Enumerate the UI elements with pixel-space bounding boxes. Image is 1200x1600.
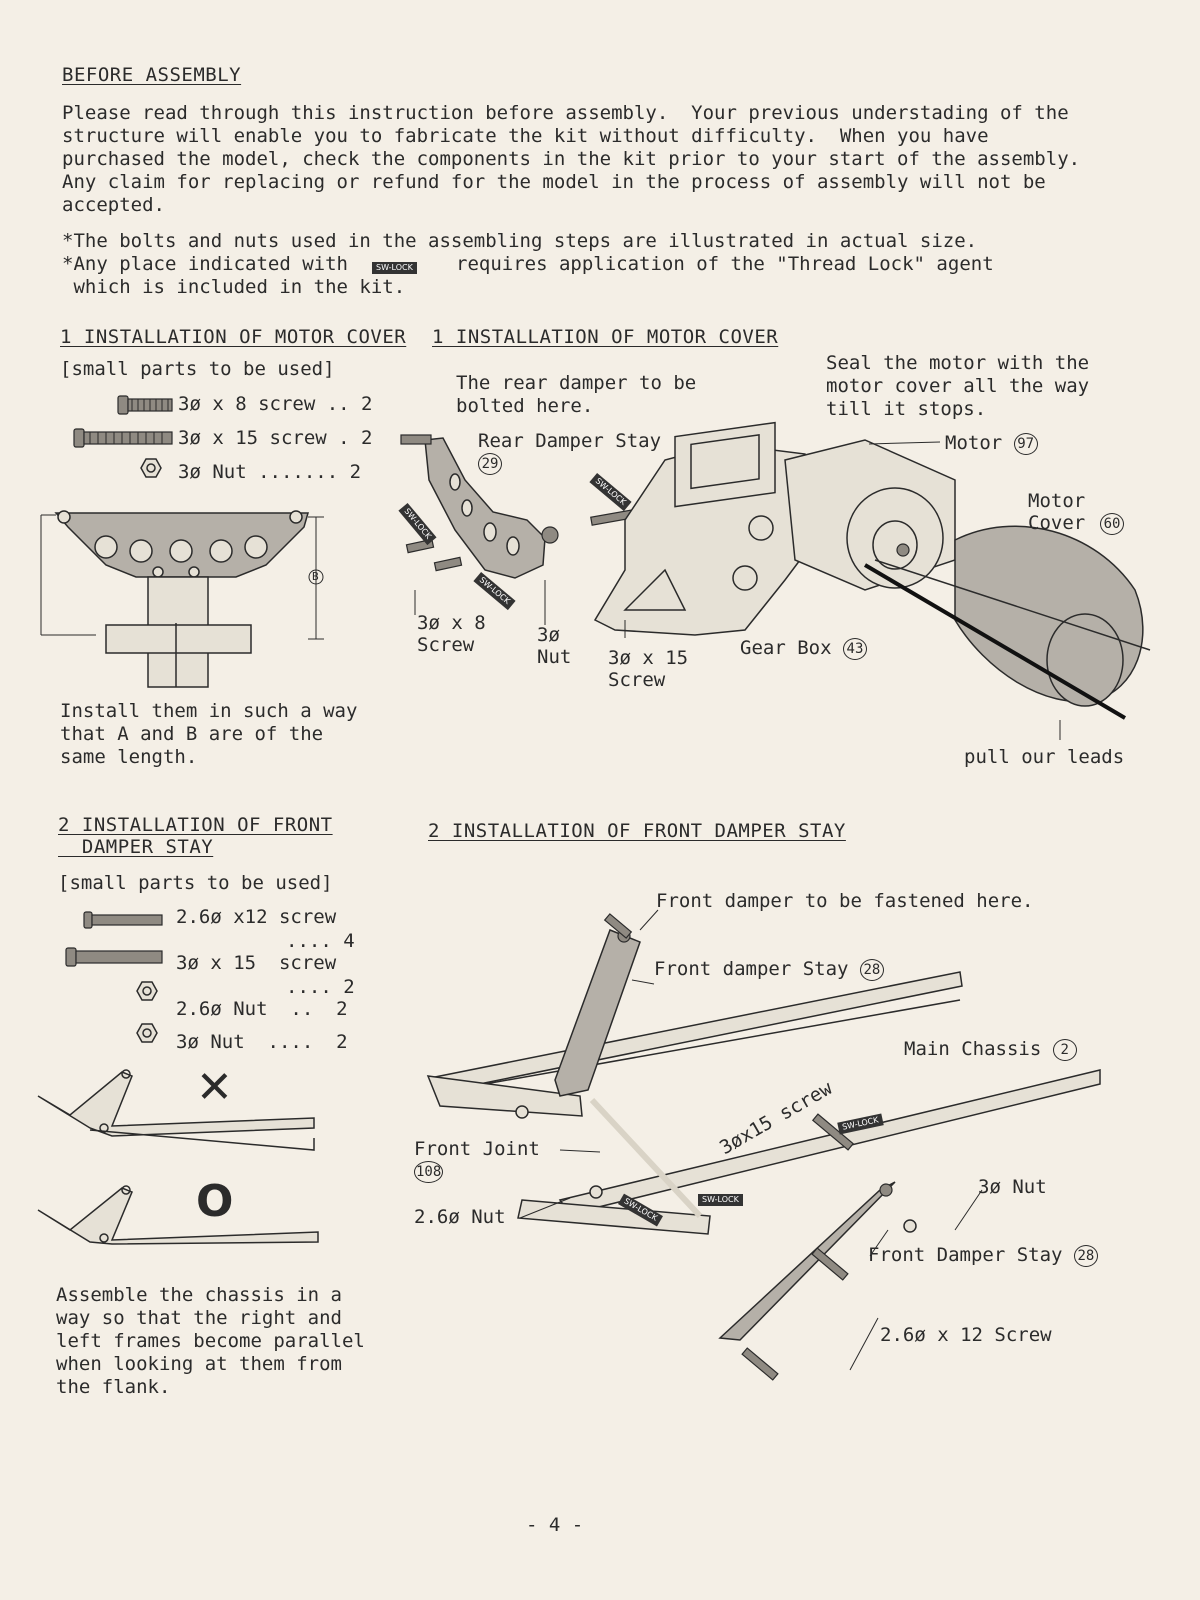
frame-alignment-diagram <box>37 1069 319 1245</box>
nut-3-label: 3ø Nut <box>537 624 572 668</box>
pull-leads-label: pull our leads <box>964 746 1125 768</box>
step2-heading-left: 2 INSTALLATION OF FRONT DAMPER STAY <box>58 814 333 858</box>
thread-lock-note-a: *Any place indicated with <box>62 253 348 275</box>
front-damper-stay-label: Front damper Stay 28 <box>654 958 884 981</box>
seal-note: Seal the motor with the motor cover all … <box>826 352 1090 420</box>
part-screw-3x15-2-qty: .... 2 <box>286 976 355 998</box>
nut-3-label-2: 3ø Nut <box>978 1176 1047 1198</box>
install-note: Install them in such a way that A and B … <box>60 700 358 768</box>
part-number-28: 28 <box>859 958 884 981</box>
screw-3x8-icon <box>117 395 173 415</box>
screw-3x15-icon-2 <box>65 947 163 967</box>
lock-badge-joint: SW-LOCK <box>698 1194 743 1206</box>
part-number-2: 2 <box>1052 1038 1077 1061</box>
before-assembly-paragraph: Please read through this instruction bef… <box>62 102 1081 216</box>
thread-lock-note-b: requires application of the "Thread Lock… <box>456 253 994 275</box>
page-number: - 4 - <box>526 1514 584 1536</box>
step2-parts-icons <box>65 911 163 1043</box>
step2-heading-right: 2 INSTALLATION OF FRONT DAMPER STAY <box>428 820 846 842</box>
part-screw-2-6x12-qty: .... 4 <box>286 930 355 952</box>
rear-stay-front-view <box>40 510 324 688</box>
step1-heading-left: 1 INSTALLATION OF MOTOR COVER <box>60 326 407 348</box>
part-screw-3x15: 3ø x 15 screw . 2 <box>178 427 373 449</box>
part-nut-3: 3ø Nut ....... 2 <box>178 461 362 483</box>
part-number-29: 29 <box>478 452 502 475</box>
step1-parts-title: [small parts to be used] <box>60 358 335 380</box>
step1-parts-icons <box>73 395 173 478</box>
screw-3x15-icon <box>73 428 173 448</box>
part-number-108: 108 <box>414 1160 444 1183</box>
part-number-60: 60 <box>1100 513 1124 535</box>
part-number-97: 97 <box>1013 432 1038 455</box>
screw-3x15-label: 3ø x 15 Screw <box>608 647 689 691</box>
assemble-note: Assemble the chassis in a way so that th… <box>56 1284 365 1398</box>
correct-alignment <box>37 1185 319 1245</box>
front-damper-stay-exploded-view <box>426 909 1101 1381</box>
nut-3-icon-2 <box>136 1023 158 1043</box>
part-screw-2-6x12: 2.6ø x12 screw <box>176 906 337 928</box>
motor-cover-label: Motor Cover <box>1028 490 1086 534</box>
step1-heading-right: 1 INSTALLATION OF MOTOR COVER <box>432 326 779 348</box>
part-number-43: 43 <box>842 637 867 660</box>
part-nut-2-6: 2.6ø Nut .. 2 <box>176 998 348 1020</box>
nut-3-icon <box>140 458 162 478</box>
part-nut-3-2: 3ø Nut .... 2 <box>176 1031 348 1053</box>
correct-mark: O <box>196 1176 234 1227</box>
motor-label: Motor 97 <box>945 432 1038 455</box>
part-screw-3x15-2: 3ø x 15 screw <box>176 952 337 974</box>
gear-box-label: Gear Box 43 <box>740 637 867 660</box>
screw-2-6x12-icon <box>83 911 163 929</box>
part-screw-3x8: 3ø x 8 screw .. 2 <box>178 393 373 415</box>
rear-damper-note: The rear damper to be bolted here. <box>456 372 697 417</box>
front-damper-note: Front damper to be fastened here. <box>656 890 1034 912</box>
front-damper-stay-label-2: Front Damper Stay 28 <box>868 1244 1098 1267</box>
thread-lock-badge: SW-LOCK <box>372 262 417 274</box>
wrong-alignment <box>37 1069 315 1151</box>
step2-parts-title: [small parts to be used] <box>58 872 333 894</box>
dimension-b-label: B <box>312 570 319 583</box>
motor-cover-num-wrap: 60 <box>1100 513 1124 535</box>
actual-size-note: *The bolts and nuts used in the assembli… <box>62 230 978 252</box>
wrong-mark: ✕ <box>196 1062 233 1113</box>
before-assembly-heading: BEFORE ASSEMBLY <box>62 64 242 86</box>
screw-3x8-label: 3ø x 8 Screw <box>417 612 486 656</box>
main-chassis-label: Main Chassis 2 <box>904 1038 1077 1061</box>
thread-lock-note-c: which is included in the kit. <box>62 276 406 298</box>
motor-cover-exploded-view <box>400 421 1151 740</box>
nut-2-6-icon <box>136 981 158 1001</box>
screw-2-6x12-label: 2.6ø x 12 Screw <box>880 1324 1052 1346</box>
nut-2-6-label: 2.6ø Nut <box>414 1206 506 1228</box>
part-number-28-b: 28 <box>1073 1244 1098 1267</box>
